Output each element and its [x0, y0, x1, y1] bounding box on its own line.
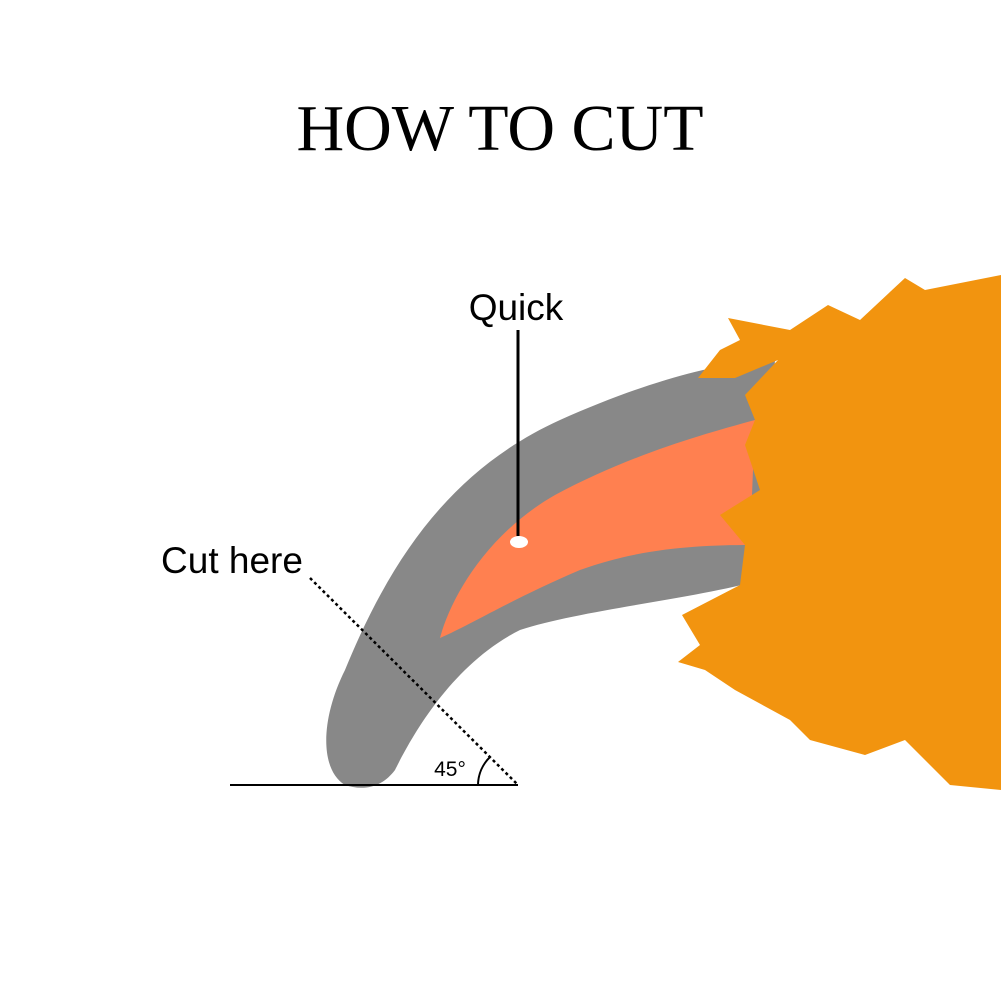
fur-shape: [678, 275, 1001, 790]
quick-shape: [440, 420, 755, 638]
angle-arc: [477, 756, 491, 786]
diagram-title: HOW TO CUT: [296, 92, 703, 165]
quick-label: Quick: [469, 287, 564, 328]
angle-label: 45°: [434, 758, 466, 781]
cut-line: [309, 577, 519, 786]
quick-marker-dot: [510, 536, 528, 548]
cut-here-label: Cut here: [161, 540, 303, 581]
